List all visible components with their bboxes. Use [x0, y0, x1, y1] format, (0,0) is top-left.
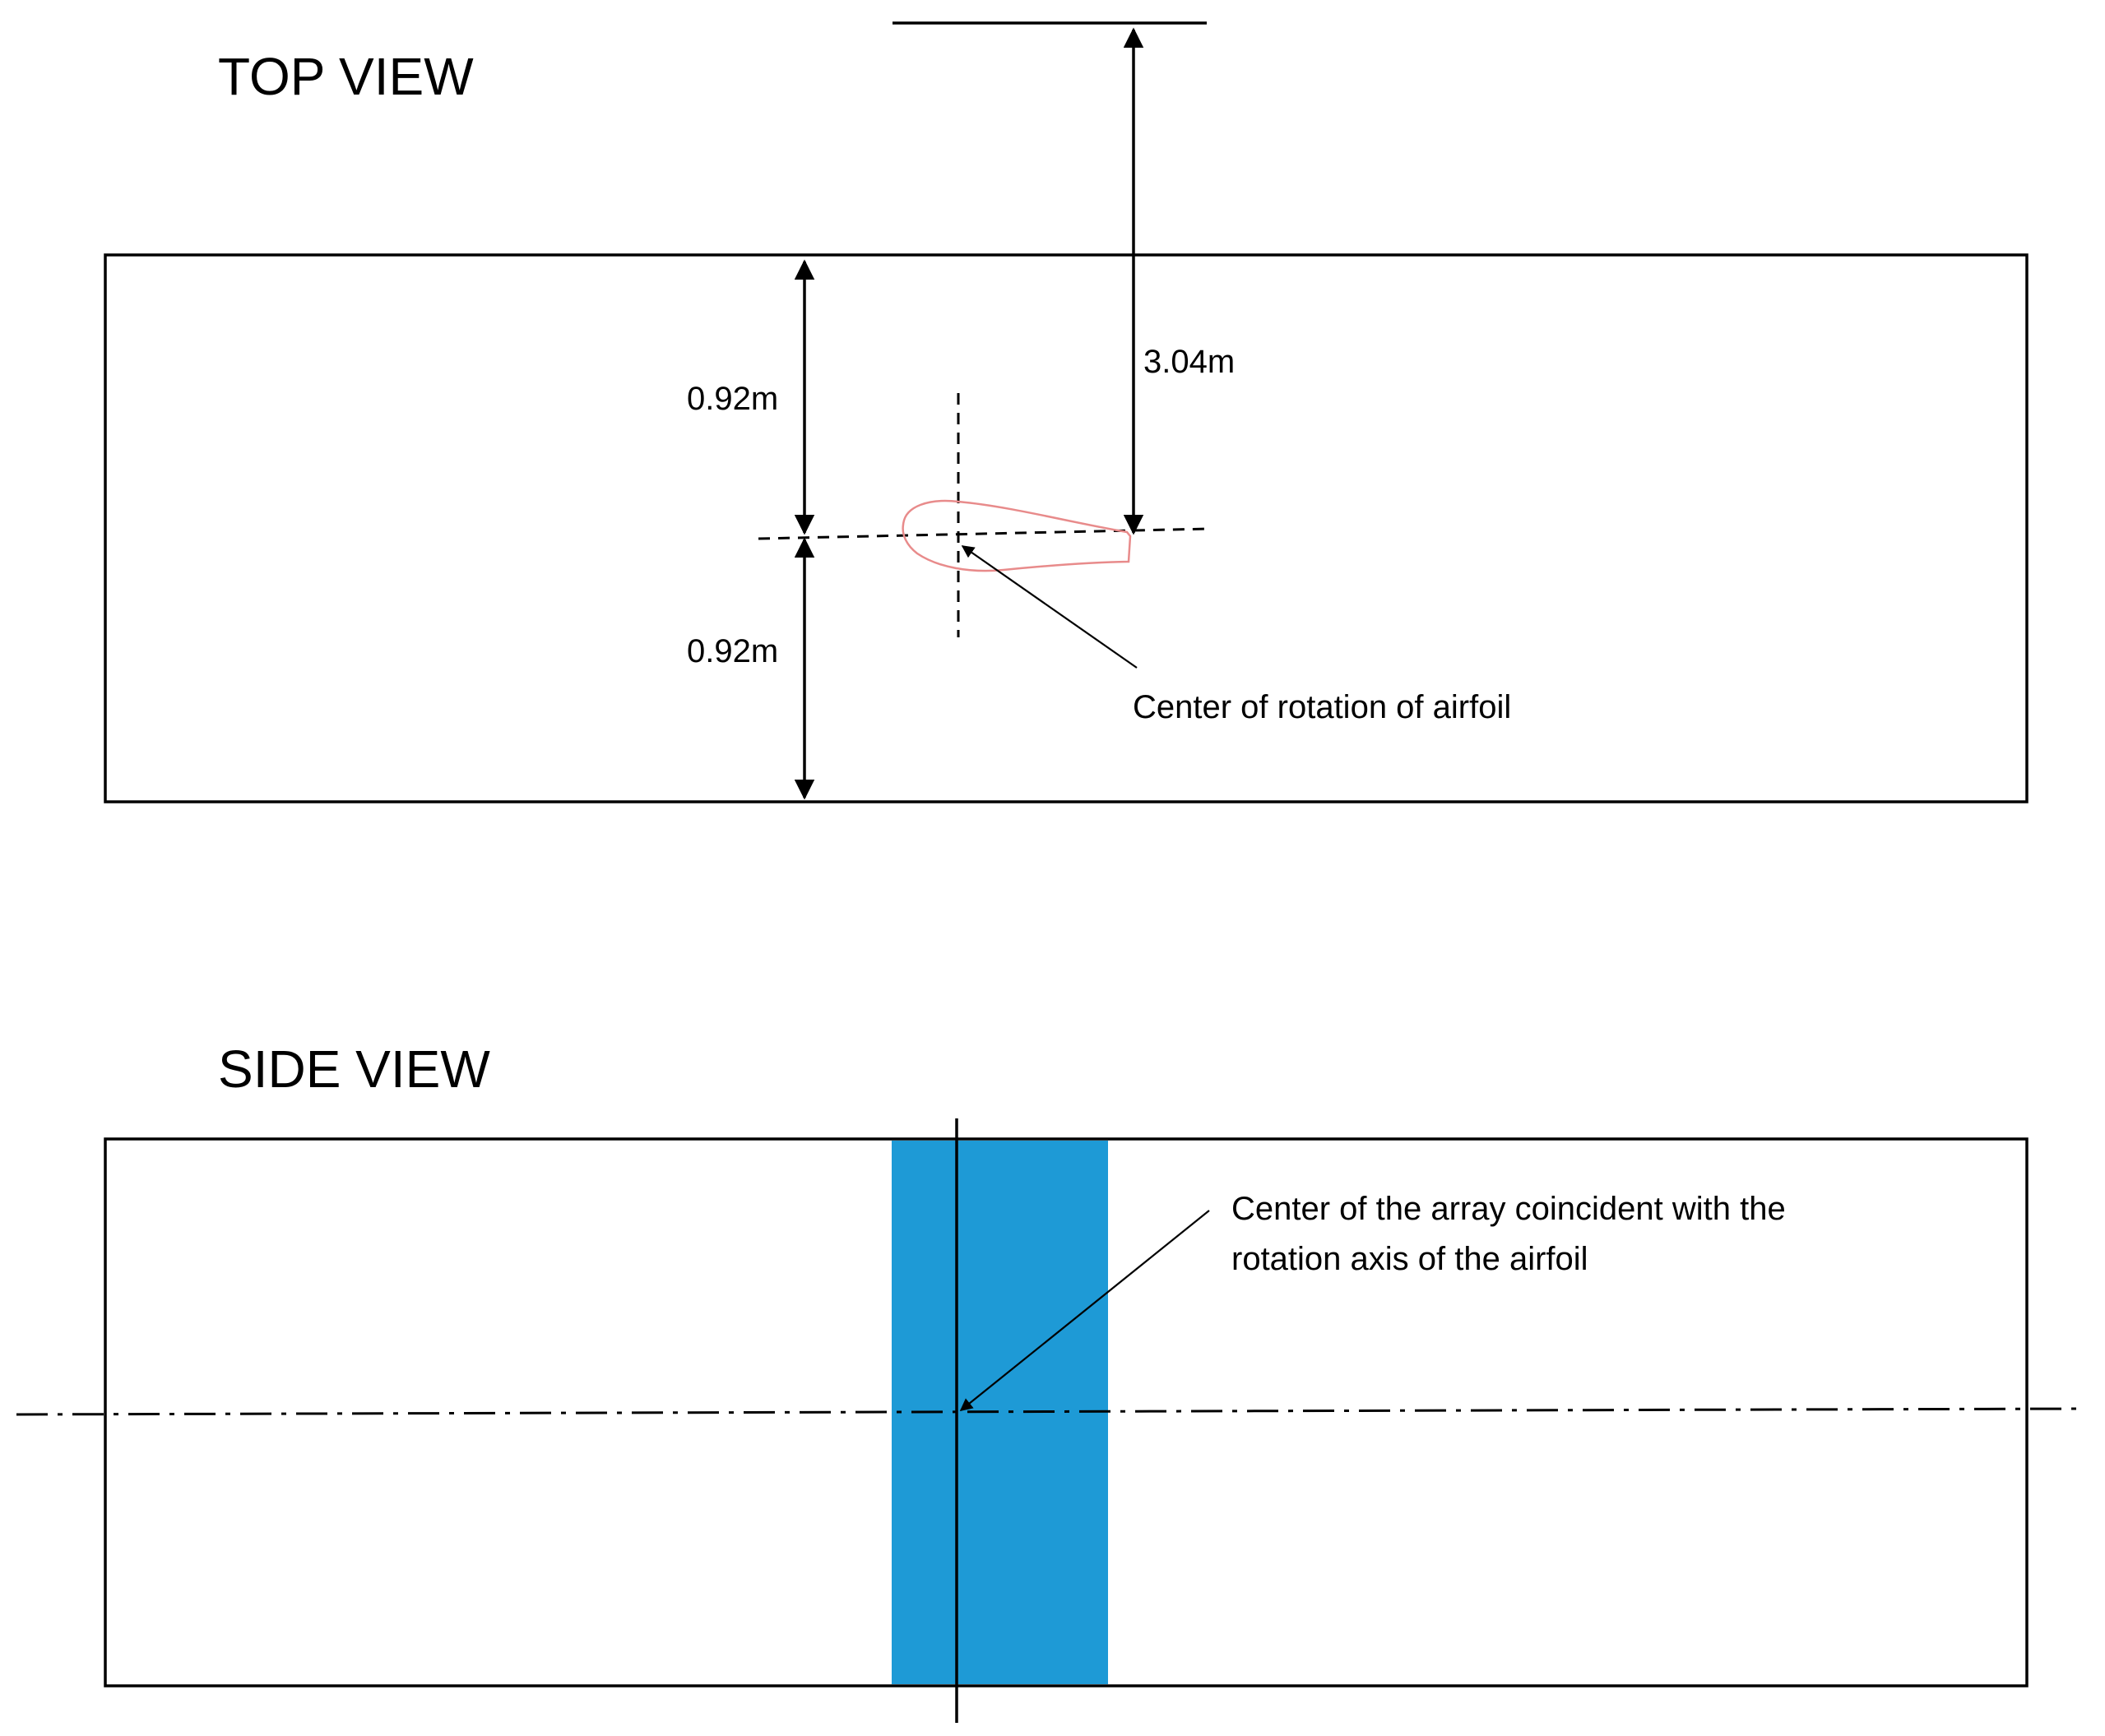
top-view-horizontal-centerline [758, 527, 1210, 540]
dimension-label-lower-0-92m: 0.92m [687, 633, 778, 669]
side-view-title: SIDE VIEW [218, 1039, 490, 1099]
dimension-label-upper-0-92m: 0.92m [687, 381, 778, 417]
top-view-tunnel-outline [104, 253, 2028, 803]
dimension-label-3-04m: 3.04m [1143, 344, 1235, 380]
side-view-tunnel-outline [104, 1137, 2028, 1687]
side-view-centerline [16, 1407, 2082, 1416]
top-view-title: TOP VIEW [218, 47, 474, 106]
array-center-annotation-line2: rotation axis of the airfoil [1231, 1241, 1588, 1277]
rotation-center-annotation: Center of rotation of airfoil [1133, 689, 1511, 725]
rotation-center-leader-arrow [961, 545, 1138, 669]
array-center-annotation-line1: Center of the array coincident with the [1231, 1191, 1786, 1227]
airfoil-outline [902, 499, 1132, 572]
array-center-leader-arrow [959, 1210, 1210, 1411]
